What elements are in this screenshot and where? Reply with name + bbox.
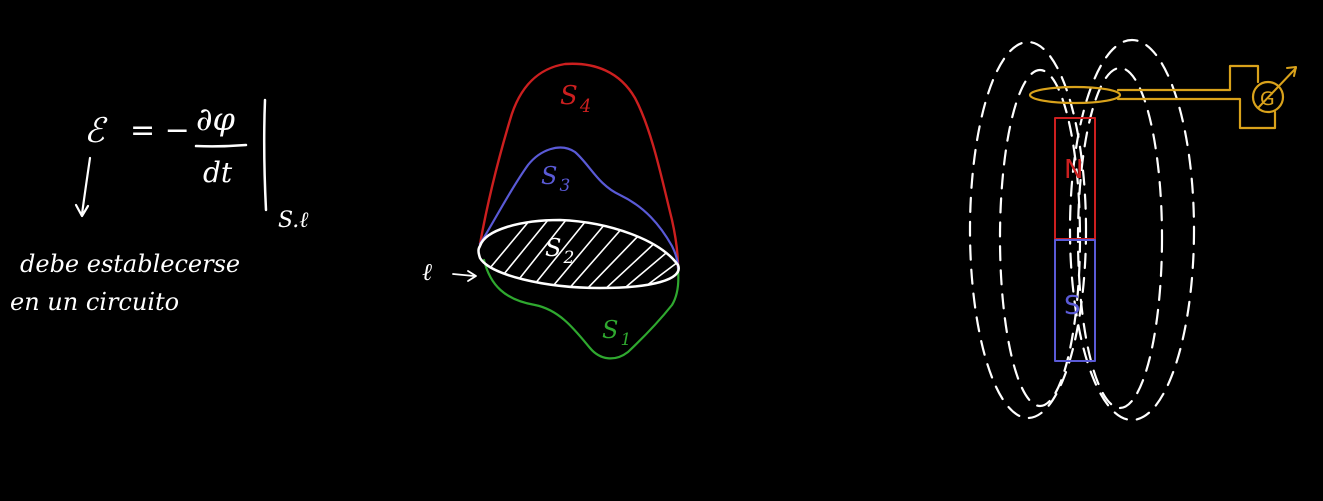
lead-wire-bottom bbox=[1116, 97, 1277, 130]
galvanometer-body bbox=[1251, 80, 1285, 114]
field-line-outer-left bbox=[968, 40, 1088, 420]
north-label: N bbox=[1064, 155, 1083, 185]
faraday-equation: ℰ = − ∂φ dt S.ℓ debe establecerse en un … bbox=[10, 98, 309, 316]
evaluation-bar bbox=[262, 98, 268, 212]
surface-s2-disk bbox=[477, 218, 680, 290]
surface-s2-hatching bbox=[479, 220, 679, 288]
field-line-outer-right bbox=[1068, 38, 1196, 422]
surface-s1-outline bbox=[482, 258, 680, 360]
note-line-2: en un circuito bbox=[10, 288, 179, 316]
annotation-arrow bbox=[74, 156, 92, 218]
galvanometer-needle-arrow bbox=[1257, 66, 1297, 109]
equals-minus-sign: = − bbox=[130, 113, 190, 148]
contour-label: ℓ bbox=[422, 258, 432, 286]
magnet-south-pole bbox=[1054, 239, 1096, 362]
flux-derivative-numerator: ∂φ bbox=[196, 100, 236, 138]
lead-wire-top bbox=[1116, 64, 1260, 92]
contour-pointer bbox=[452, 270, 477, 282]
note-line-1: debe establecerse bbox=[20, 250, 240, 278]
surface-s3-outline bbox=[478, 146, 680, 270]
field-lines bbox=[968, 38, 1196, 422]
evaluation-subscript: S.ℓ bbox=[278, 208, 309, 233]
fraction-bar bbox=[194, 143, 248, 148]
emf-symbol: ℰ bbox=[84, 111, 108, 151]
surface-s4-outline bbox=[478, 62, 680, 270]
conducting-loop bbox=[1028, 85, 1122, 105]
flux-derivative-denominator: dt bbox=[203, 156, 233, 189]
magnet-experiment: N S G bbox=[968, 38, 1297, 422]
south-label: S bbox=[1064, 291, 1081, 321]
